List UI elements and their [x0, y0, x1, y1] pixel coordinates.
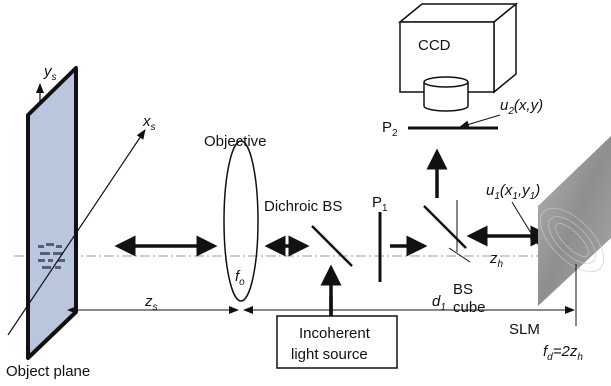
fd-label-eq: =2z	[553, 343, 578, 360]
u1-label-args-close: )	[533, 182, 540, 199]
svg-text:u1(x1,y1): u1(x1,y1)	[486, 182, 540, 202]
objective-label: Objective	[204, 133, 267, 150]
svg-text:P2: P2	[382, 119, 398, 139]
u1-label-args-sub2: 1	[530, 191, 536, 202]
xs-label: x	[142, 113, 151, 130]
ccd-camera	[397, 2, 519, 112]
u1-label-sub: 1	[494, 191, 500, 202]
u1-label: u	[486, 182, 495, 199]
svg-text:d1: d1	[432, 293, 446, 313]
xs-label-sub: s	[151, 122, 156, 133]
dichroic-bs	[311, 225, 353, 267]
objective-lens	[223, 140, 259, 302]
zh-label: z	[489, 250, 498, 267]
svg-text:u2(x,y): u2(x,y)	[500, 97, 543, 117]
fo-label: f	[235, 268, 241, 285]
bs-cube-pointer	[448, 247, 471, 263]
zs-label: z	[144, 293, 153, 310]
fd-label: f	[543, 343, 549, 360]
p2-label: P	[382, 119, 392, 136]
p2-label-sub: 2	[392, 128, 398, 139]
u2-label: u	[500, 97, 509, 114]
svg-text:xs: xs	[142, 113, 156, 133]
u2-label-sub: 2	[507, 106, 514, 117]
light-source-box	[276, 315, 398, 369]
object-plane	[26, 66, 78, 360]
u2-label-args: (x,y)	[514, 97, 543, 114]
u2-pointer	[459, 114, 501, 129]
ys-label: y	[43, 63, 53, 80]
u1-label-args-mid: ,y	[518, 182, 531, 199]
zh-label-sub: h	[498, 259, 504, 270]
svg-text:fd=2zh: fd=2zh	[543, 343, 583, 363]
light-source-line2: light source	[291, 346, 368, 363]
zs-label-sub: s	[153, 302, 158, 313]
p1-label-sub: 1	[382, 203, 388, 214]
svg-text:ys: ys	[43, 63, 57, 83]
dichroic-bs-label: Dichroic BS	[264, 198, 342, 215]
d1-label-sub: 1	[440, 302, 446, 313]
u1-label-args-open: (x	[500, 182, 513, 199]
ys-label-sub: s	[52, 72, 57, 83]
light-source-line1: Incoherent	[299, 325, 371, 342]
u1-label-args-sub1: 1	[512, 191, 518, 202]
svg-text:P1: P1	[372, 194, 388, 214]
bs-cube-label-line1: BS	[453, 281, 473, 298]
svg-text:fo: fo	[235, 268, 245, 288]
object-pattern	[38, 243, 65, 269]
slm-panel	[538, 136, 611, 306]
fo-label-sub: o	[239, 277, 245, 288]
object-plane-label: Object plane	[6, 363, 90, 380]
ccd-label: CCD	[418, 37, 451, 54]
svg-text:zs: zs	[144, 293, 158, 313]
d1-label: d	[432, 293, 441, 310]
fd-label-eq-sub: h	[577, 352, 583, 363]
bs-cube-label-line2: cube	[453, 299, 486, 316]
slm-label: SLM	[509, 321, 540, 338]
bs-cube	[423, 205, 467, 249]
p1-label: P	[372, 194, 382, 211]
fd-label-sub: d	[547, 352, 553, 363]
svg-text:zh: zh	[489, 250, 504, 270]
xs-axis	[7, 129, 146, 336]
